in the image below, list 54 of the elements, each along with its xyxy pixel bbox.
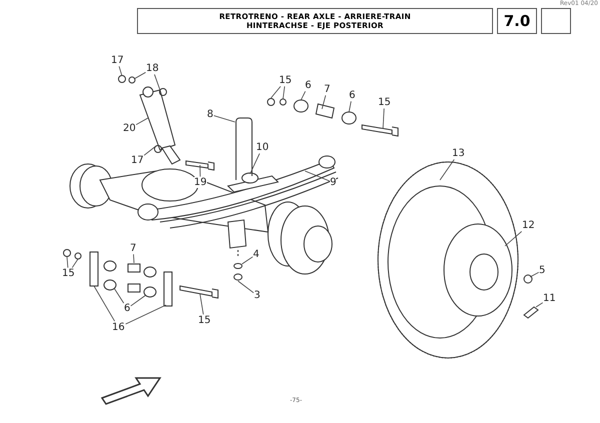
callout-number: 7: [130, 243, 136, 254]
leader-line: [242, 256, 254, 264]
leader-line: [300, 90, 306, 100]
leader-line: [348, 100, 352, 112]
leader-line: [144, 146, 156, 156]
leader-line: [125, 304, 166, 324]
callout-number: 13: [452, 148, 465, 159]
callout-number: 15: [378, 97, 391, 108]
leader-line: [504, 231, 522, 246]
callout-number: 6: [349, 90, 356, 101]
section-number: 7.0: [497, 8, 537, 34]
callout-number: 15: [198, 315, 211, 326]
callout-number: 7: [324, 84, 330, 95]
leader-line: [536, 302, 544, 308]
leader-line: [200, 164, 201, 178]
callout-number: 4: [253, 249, 260, 260]
leader-line: [118, 66, 122, 76]
leader-line: [530, 272, 540, 278]
leader-line: [72, 258, 78, 268]
callout-number: 9: [330, 177, 336, 188]
callout-number: 16: [112, 322, 125, 333]
callout-number: 6: [305, 80, 312, 91]
callout-number: 17: [131, 155, 144, 166]
leader-line: [94, 286, 116, 322]
callout-number: 15: [62, 268, 75, 279]
leader-line: [134, 72, 146, 80]
callout-number: 8: [207, 109, 214, 120]
leader-line: [282, 86, 286, 100]
leader-line: [136, 118, 148, 126]
leader-line: [382, 108, 384, 130]
callout-number: 11: [543, 293, 556, 304]
callout-number: 6: [124, 303, 130, 314]
callout-number: 15: [279, 75, 292, 86]
callout-number: 18: [146, 63, 159, 74]
leader-line: [250, 153, 260, 174]
leader-line: [238, 280, 254, 294]
leader-line: [213, 115, 236, 122]
callout-number: 5: [539, 265, 546, 276]
callout-number: 10: [256, 142, 269, 153]
callout-number: 20: [123, 123, 136, 134]
leader-line: [66, 256, 68, 268]
leader-line: [200, 294, 204, 315]
callout-number: 17: [111, 55, 124, 66]
callout-number: 3: [254, 290, 260, 301]
leader-line: [440, 159, 455, 180]
callout-number: 19: [194, 177, 207, 188]
callout-number: 12: [522, 220, 535, 231]
leader-line: [270, 86, 281, 98]
leader-line: [130, 294, 146, 306]
leader-line: [133, 254, 134, 264]
leader-line: [322, 95, 326, 110]
leader-line: [154, 74, 160, 90]
leader-line: [114, 288, 124, 304]
leader-line: [304, 170, 330, 182]
